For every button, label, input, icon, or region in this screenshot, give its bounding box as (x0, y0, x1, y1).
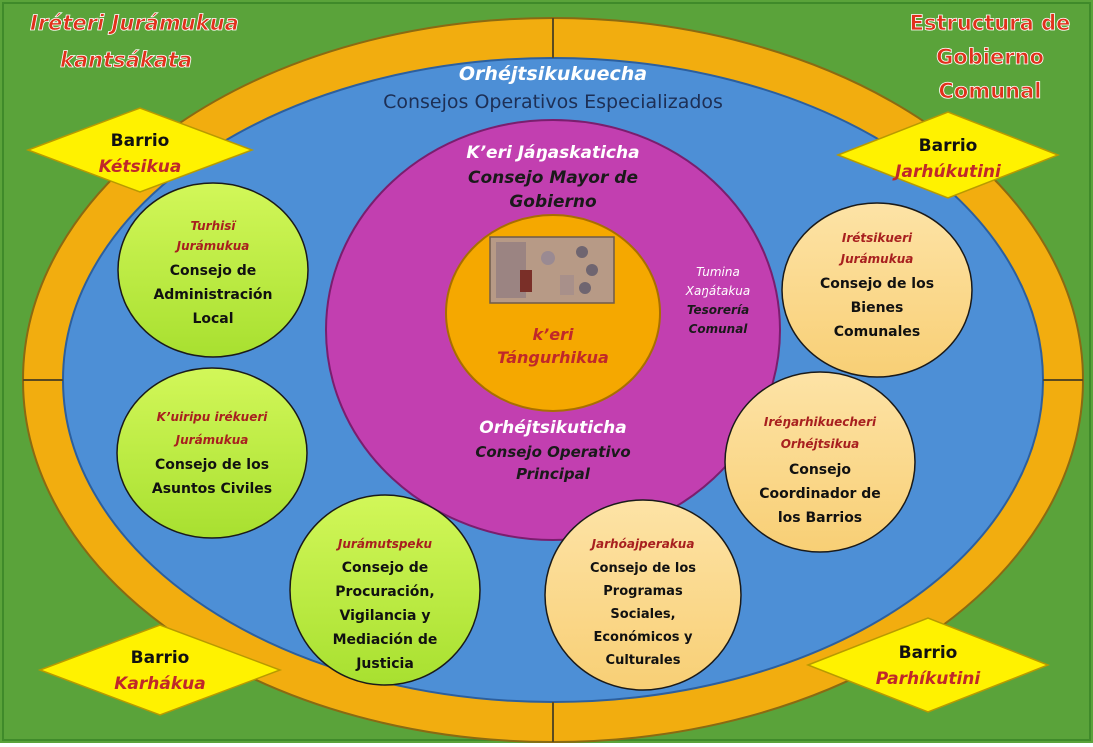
barrio-diamond-shape (805, 617, 1051, 713)
corner-title-right-line3: Comunal (939, 79, 1042, 103)
corner-title-right: Estructura de Gobierno Comunal (909, 11, 1071, 104)
codex-figure (560, 275, 574, 295)
council-native-line1: K’uiripu irékueri (157, 410, 269, 424)
council-spanish-line3: Sociales, (610, 607, 675, 622)
council-spanish-line2: Asuntos Civiles (152, 481, 272, 497)
council-mayor-line2: Gobierno (509, 192, 597, 212)
outer-ring-subtitle: Consejos Operativos Especializados (383, 91, 723, 113)
council-circle (289, 494, 481, 686)
council-mayor-title: K’eri Jáŋaskaticha (466, 143, 639, 163)
barrio-name: Kétsikua (99, 157, 182, 177)
council-spanish-line3: Vigilancia y (340, 608, 431, 624)
council-native-line2: Jurámukua (175, 239, 250, 253)
codex-figure (541, 251, 555, 265)
barrio-label: Barrio (919, 136, 978, 156)
council-coordinador: Iréŋarhikuecheri Orhéjtsikua Consejo Coo… (724, 371, 916, 553)
council-spanish-line1: Consejo de los (155, 457, 269, 473)
council-circle (724, 371, 916, 553)
barrio-diamond-bottom-right: Barrio Parhíkutini (805, 617, 1051, 713)
council-spanish-line1: Consejo de los (820, 276, 934, 292)
council-spanish-line5: Culturales (606, 653, 681, 668)
treasury-label: Tumina Xaŋátakua Tesorería Comunal (685, 265, 751, 336)
council-spanish-line2: Programas (603, 584, 683, 599)
council-native-line1: Jurámutspeku (336, 537, 433, 551)
treasury-line4: Comunal (689, 322, 749, 336)
council-spanish-line4: Mediación de (333, 632, 438, 648)
council-admin-local: Turhisï Jurámukua Consejo de Administrac… (117, 182, 309, 358)
council-circle (116, 367, 308, 539)
council-programas: Jarhóajperakua Consejo de los Programas … (544, 499, 742, 691)
barrio-label: Barrio (899, 643, 958, 663)
codex-illustration (489, 236, 615, 304)
council-native-line2: Jurámukua (839, 252, 914, 266)
barrio-diamond-top-right: Barrio Jarhúkutini (835, 111, 1061, 199)
council-native-line2: Orhéjtsikua (781, 437, 860, 451)
operative-council-title: Orhéjtsikuticha (479, 418, 626, 438)
tangurhikua-line1: k’eri (533, 325, 574, 344)
corner-title-left: Iréteri Jurámukua kantsákata (30, 11, 240, 73)
treasury-line2: Xaŋátakua (685, 284, 751, 298)
corner-title-left-line1: Iréteri Jurámukua (30, 11, 239, 35)
council-spanish-line1: Consejo (789, 462, 851, 478)
council-circle (117, 182, 309, 358)
corner-title-right-line2: Gobierno (936, 45, 1044, 69)
barrio-name: Jarhúkutini (892, 162, 1002, 182)
treasury-line1: Tumina (696, 265, 740, 279)
codex-figure (586, 264, 598, 276)
treasury-line3: Tesorería (687, 303, 749, 317)
council-asuntos-civiles: K’uiripu irékueri Jurámukua Consejo de l… (116, 367, 308, 539)
council-spanish-line4: Económicos y (593, 630, 693, 645)
council-spanish-line1: Consejo de (342, 560, 429, 576)
barrio-label: Barrio (131, 648, 190, 668)
council-mayor-line1: Consejo Mayor de (468, 168, 638, 188)
barrio-diamond-bottom-left: Barrio Karhákua (37, 624, 283, 716)
barrio-name: Parhíkutini (876, 669, 982, 689)
codex-figure (579, 282, 591, 294)
council-circle (544, 499, 742, 691)
barrio-name: Karhákua (114, 674, 205, 694)
tangurhikua-line2: Tángurhikua (497, 348, 609, 367)
barrio-diamond-shape (37, 624, 283, 716)
council-native-line1: Iréŋarhikuecheri (764, 415, 877, 429)
council-native-line1: Turhisï (190, 219, 236, 233)
codex-figure (576, 246, 588, 258)
council-spanish-line2: Procuración, (335, 584, 434, 600)
outer-ring-title: Orhéjtsikukuecha (459, 63, 647, 85)
barrio-diamond-shape (25, 107, 255, 193)
barrio-diamond-top-left: Barrio Kétsikua (25, 107, 255, 193)
council-spanish-line5: Justicia (355, 656, 414, 672)
corner-title-right-line1: Estructura de (910, 11, 1071, 35)
council-native-line2: Jurámukua (174, 433, 249, 447)
barrio-diamond-shape (835, 111, 1061, 199)
council-spanish-line2: Administración (153, 287, 272, 303)
council-spanish-line3: Comunales (834, 324, 921, 340)
council-circle (781, 202, 973, 378)
operative-council-line2: Principal (516, 465, 591, 483)
council-bienes: Irétsikueri Jurámukua Consejo de los Bie… (781, 202, 973, 378)
codex-figure (520, 270, 532, 292)
corner-title-left-line2: kantsákata (60, 48, 192, 72)
council-spanish-line2: Bienes (851, 300, 904, 316)
council-spanish-line1: Consejo de (170, 263, 257, 279)
council-native-line1: Jarhóajperakua (590, 537, 695, 551)
council-spanish-line2: Coordinador de (759, 486, 881, 502)
council-native-line1: Irétsikueri (842, 231, 913, 245)
council-procuracion: Jurámutspeku Consejo de Procuración, Vig… (289, 494, 481, 686)
council-spanish-line1: Consejo de los (590, 561, 696, 576)
operative-council-line1: Consejo Operativo (475, 443, 630, 461)
council-spanish-line3: los Barrios (778, 510, 862, 526)
barrio-label: Barrio (111, 131, 170, 151)
council-spanish-line3: Local (192, 311, 233, 327)
